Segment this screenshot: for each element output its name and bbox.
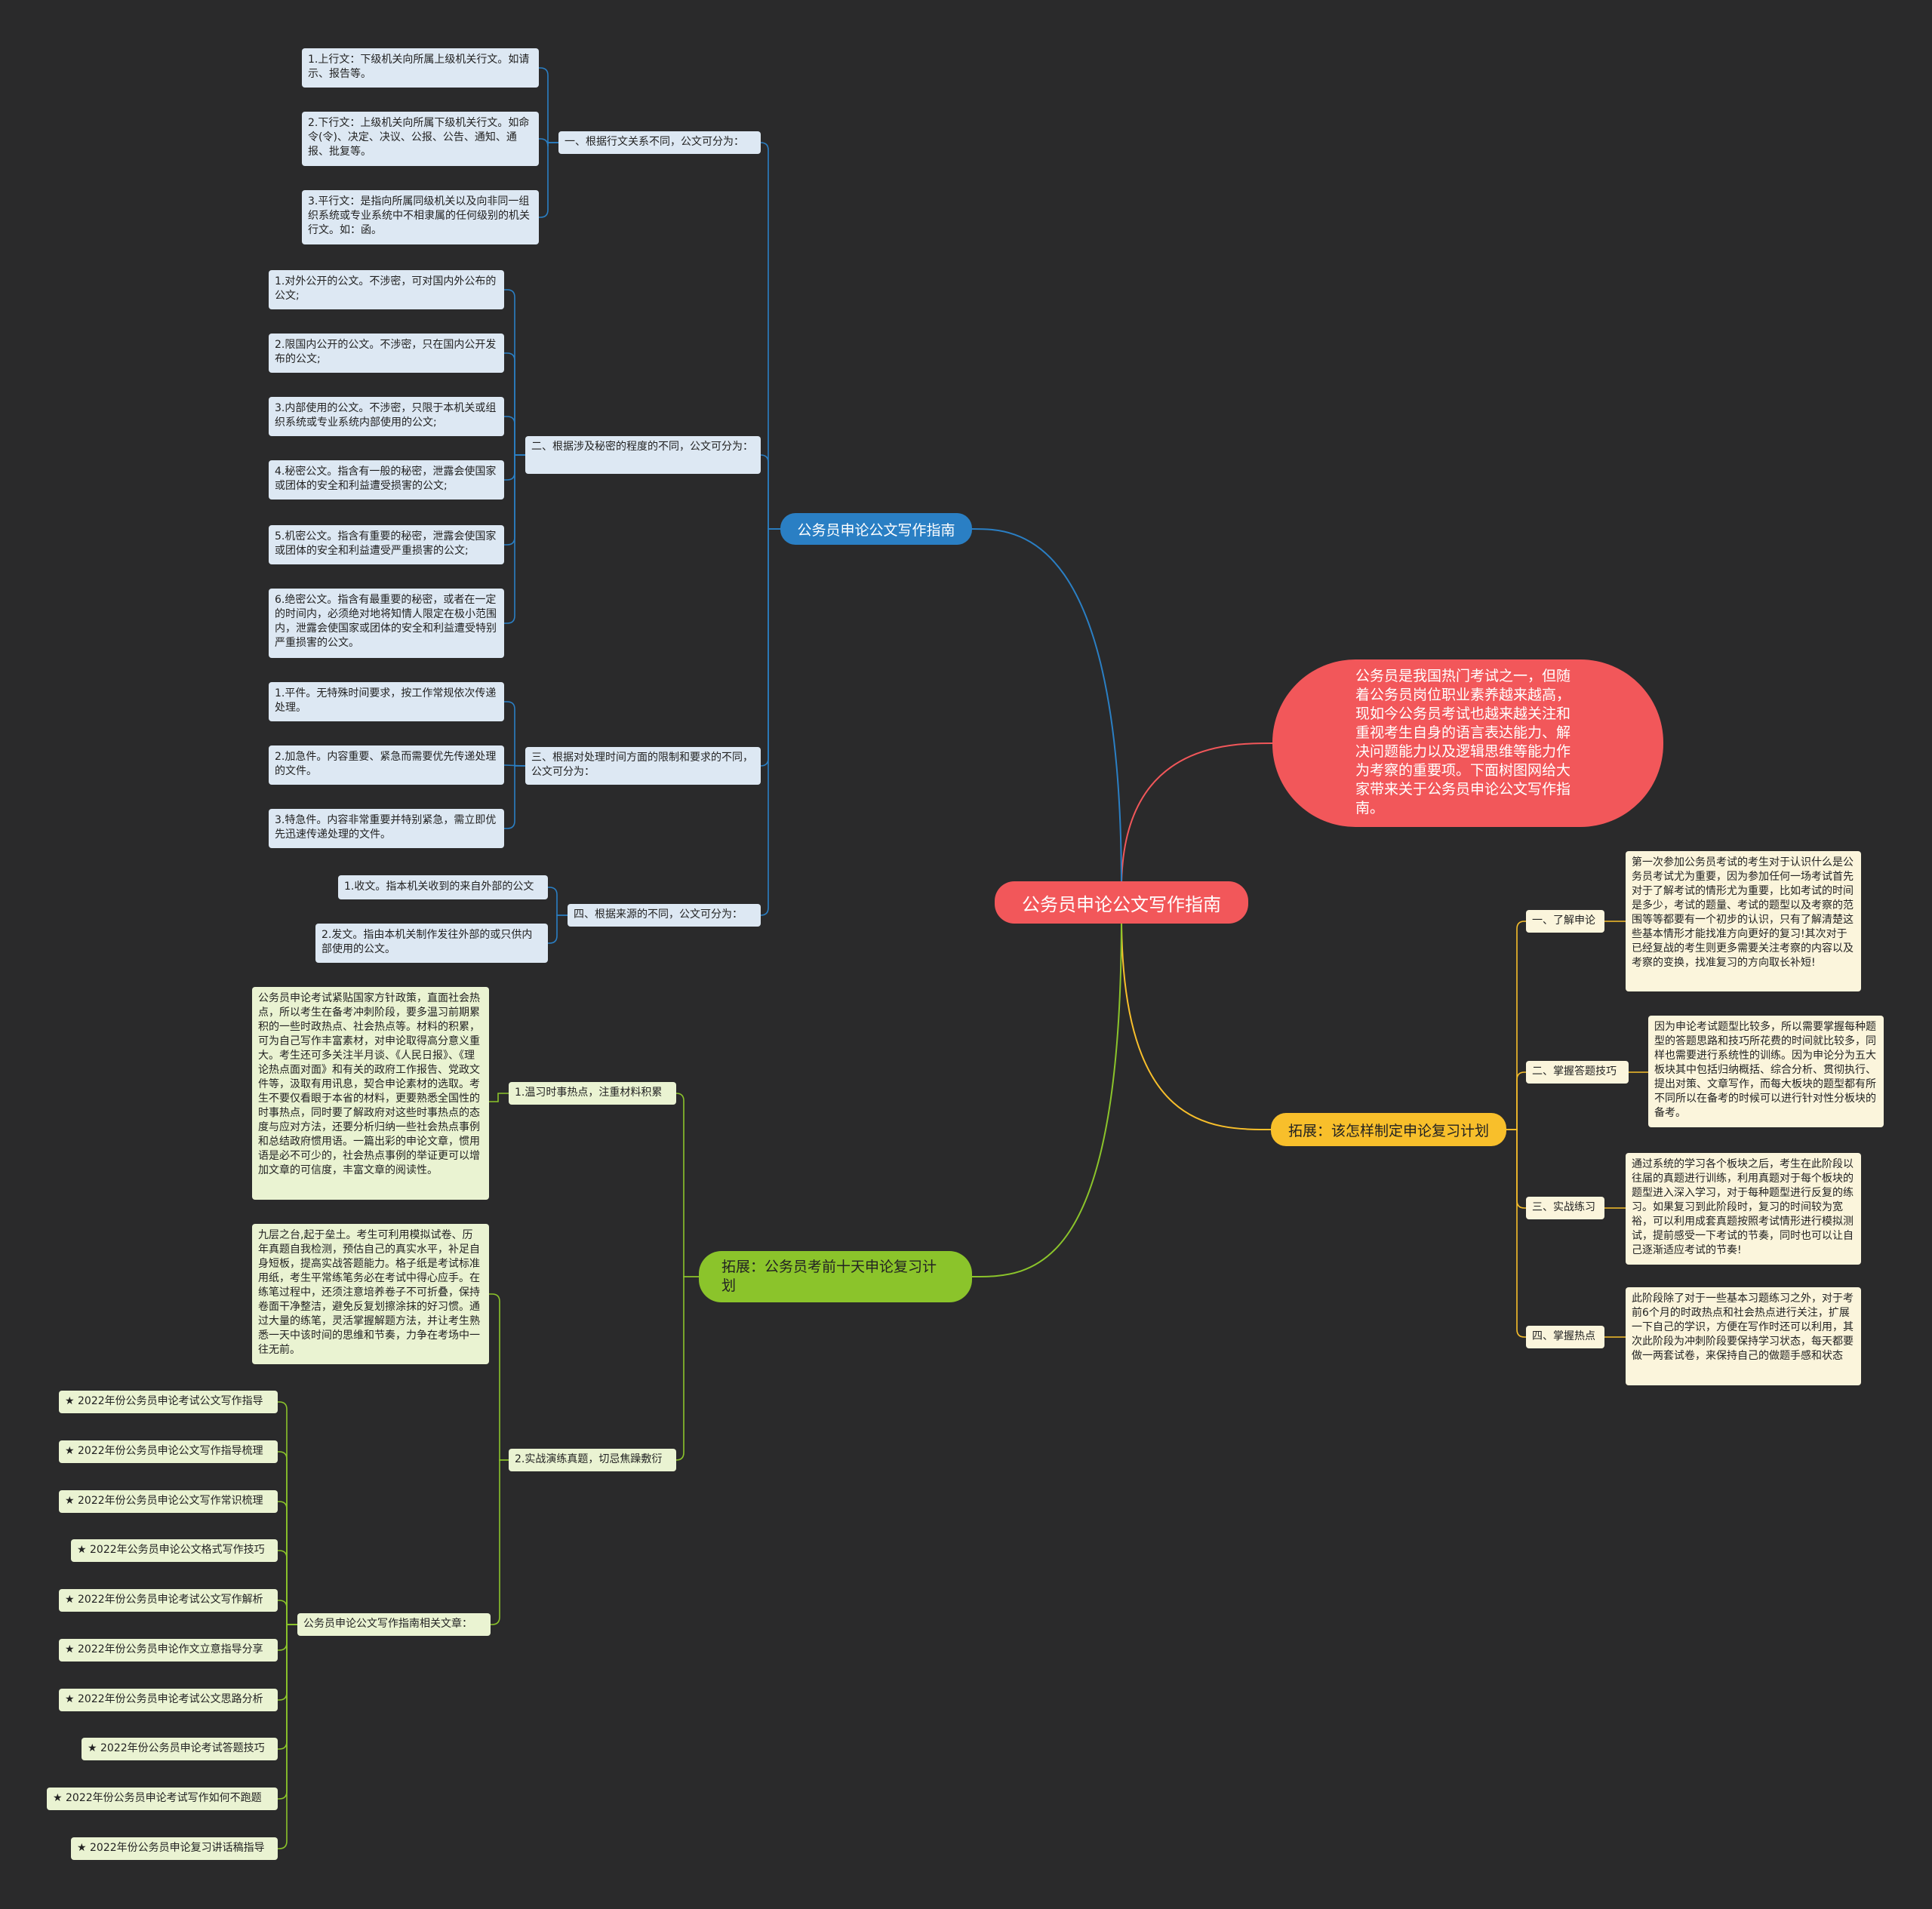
ten-days-group-2-text[interactable]: 九层之台,起于垒土。考生可利用模拟试卷、历年真题自我检测，预估自己的真实水平，补… — [252, 1224, 489, 1364]
connector — [548, 887, 568, 916]
guide-4-item-2[interactable]: 2.发文。指由本机关制作发往外部的或只供内部使用的公文。 — [315, 924, 548, 963]
guide-1-item-3[interactable]: 3.平行文：是指向所属同级机关以及向非同一组织系统或专业系统中不相隶属的任何级别… — [302, 190, 539, 244]
connector — [278, 1401, 297, 1625]
connector — [278, 1624, 297, 1701]
guide-2-item-3[interactable]: 3.内部使用的公文。不涉密，只限于本机关或组织系统或专业系统内部使用的公文; — [269, 397, 504, 436]
guide-1-item-1[interactable]: 1.上行文：下级机关向所属上级机关行文。如请示、报告等。 — [302, 48, 539, 88]
ten-days-group-2[interactable]: 2.实战演练真题，切忌焦躁敷衍 — [509, 1449, 676, 1471]
branch-plan-topic[interactable]: 拓展：该怎样制定申论复习计划 — [1271, 1113, 1506, 1146]
connector — [760, 528, 780, 767]
connector — [278, 1501, 297, 1625]
connector — [278, 1624, 297, 1750]
related-article-2[interactable]: ★ 2022年份公务员申论公文写作指导梳理 — [59, 1440, 278, 1463]
related-article-3[interactable]: ★ 2022年份公务员申论公文写作常识梳理 — [59, 1490, 278, 1513]
connector — [1506, 1129, 1526, 1338]
guide-group-2[interactable]: 二、根据涉及秘密的程度的不同，公文可分为： — [525, 436, 761, 474]
connector — [278, 1600, 297, 1625]
connector — [971, 915, 1122, 1277]
connector — [539, 142, 558, 218]
guide-2-item-5[interactable]: 5.机密公文。指含有重要的秘密，泄露会使国家或团体的安全和利益遭受严重损害的公文… — [269, 525, 504, 564]
guide-2-item-1[interactable]: 1.对外公开的公文。不涉密，可对国内外公布的公文; — [269, 270, 504, 309]
connector — [1506, 1071, 1526, 1130]
connector — [504, 289, 525, 456]
plan-group-2[interactable]: 二、掌握答题技巧 — [1526, 1061, 1629, 1084]
plan-group-3-text[interactable]: 通过系统的学习各个板块之后，考生在此阶段以往届的真题进行训练，利用真题对于每个板… — [1626, 1153, 1861, 1265]
plan-group-4-text[interactable]: 此阶段除了对于一些基本习题练习之外，对于考前6个月的时政热点和社会热点进行关注，… — [1626, 1287, 1861, 1385]
connector — [760, 454, 780, 530]
connector — [760, 528, 780, 916]
connector — [1121, 915, 1272, 1130]
connector — [278, 1624, 297, 1651]
connector — [971, 528, 1122, 890]
related-article-5[interactable]: ★ 2022年份公务员申论考试公文写作解析 — [59, 1589, 278, 1612]
guide-2-item-4[interactable]: 4.秘密公文。指含有一般的秘密，泄露会使国家或团体的安全和利益遭受损害的公文; — [269, 460, 504, 500]
connector — [491, 1459, 509, 1625]
guide-group-4[interactable]: 四、根据来源的不同，公文可分为： — [568, 904, 761, 927]
connector — [504, 701, 525, 767]
connector — [548, 915, 568, 944]
guide-group-1[interactable]: 一、根据行文关系不同，公文可分为： — [558, 131, 761, 154]
branch-ten-days-topic[interactable]: 拓展：公务员考前十天申论复习计划 — [699, 1251, 972, 1302]
connector — [489, 1293, 509, 1461]
guide-group-3[interactable]: 三、根据对处理时间方面的限制和要求的不同，公文可分为： — [525, 747, 761, 785]
connector — [489, 1093, 509, 1102]
ten-days-group-1-text[interactable]: 公务员申论考试紧贴国家方针政策，直面社会热点，所以考生在备考冲刺阶段，要多温习前… — [252, 987, 489, 1200]
plan-group-3[interactable]: 三、实战练习 — [1526, 1197, 1604, 1219]
connector — [1506, 921, 1526, 1130]
connector — [504, 454, 525, 624]
connector — [675, 1276, 699, 1461]
connector — [760, 142, 780, 530]
plan-group-1-text[interactable]: 第一次参加公务员考试的考生对于认识什么是公务员考试尤为重要，因为参加任何一场考试… — [1626, 851, 1861, 991]
related-article-9[interactable]: ★ 2022年份公务员申论考试写作如何不跑题 — [47, 1788, 278, 1810]
connector — [278, 1550, 297, 1625]
connector — [1506, 1129, 1526, 1209]
guide-2-item-2[interactable]: 2.限国内公开的公文。不涉密，只在国内公开发布的公文; — [269, 334, 504, 373]
guide-4-item-1[interactable]: 1.收文。指本机关收到的来自外部的公文 — [338, 875, 548, 899]
related-article-8[interactable]: ★ 2022年份公务员申论考试答题技巧 — [82, 1738, 278, 1760]
connector — [278, 1624, 297, 1849]
connector — [504, 765, 525, 829]
guide-2-item-6[interactable]: 6.绝密公文。指含有最重要的秘密，或者在一定的时间内，必须绝对地将知情人限定在极… — [269, 589, 504, 658]
ten-days-group-1[interactable]: 1.温习时事热点，注重材料积累 — [509, 1082, 676, 1105]
connector — [1121, 742, 1273, 890]
related-article-7[interactable]: ★ 2022年份公务员申论考试公文思路分析 — [59, 1689, 278, 1711]
root-topic[interactable]: 公务员申论公文写作指南 — [995, 881, 1248, 924]
plan-group-1[interactable]: 一、了解申论 — [1526, 910, 1604, 933]
connector — [675, 1093, 699, 1277]
related-articles-label[interactable]: 公务员申论公文写作指南相关文章： — [297, 1613, 491, 1636]
plan-group-2-text[interactable]: 因为申论考试题型比较多，所以需要掌握每种题型的答题思路和技巧所花费的时间就比较多… — [1648, 1016, 1884, 1127]
guide-1-item-2[interactable]: 2.下行文：上级机关向所属下级机关行文。如命令(令)、决定、决议、公报、公告、通… — [302, 112, 539, 166]
guide-3-item-1[interactable]: 1.平件。无特殊时间要求，按工作常规依次传递处理。 — [269, 682, 504, 721]
plan-group-4[interactable]: 四、掌握热点 — [1526, 1326, 1604, 1348]
related-article-10[interactable]: ★ 2022年份公务员申论复习讲话稿指导 — [71, 1837, 278, 1860]
branch-guide-topic[interactable]: 公务员申论公文写作指南 — [780, 513, 972, 545]
connector — [504, 416, 525, 456]
related-article-1[interactable]: ★ 2022年份公务员申论考试公文写作指导 — [59, 1391, 278, 1413]
connector — [539, 67, 558, 143]
connector — [504, 352, 525, 456]
connector — [278, 1451, 297, 1625]
intro-topic[interactable]: 公务员是我国热门考试之一，但随着公务员岗位职业素养越来越高，现如今公务员考试也越… — [1272, 659, 1663, 827]
related-article-4[interactable]: ★ 2022年公务员申论公文格式写作技巧 — [71, 1539, 278, 1562]
guide-3-item-2[interactable]: 2.加急件。内容重要、紧急而需要优先传递处理的文件。 — [269, 745, 504, 785]
guide-3-item-3[interactable]: 3.特急件。内容非常重要并特别紧急，需立即优先迅速传递处理的文件。 — [269, 809, 504, 848]
related-article-6[interactable]: ★ 2022年份公务员申论作文立意指导分享 — [59, 1639, 278, 1662]
